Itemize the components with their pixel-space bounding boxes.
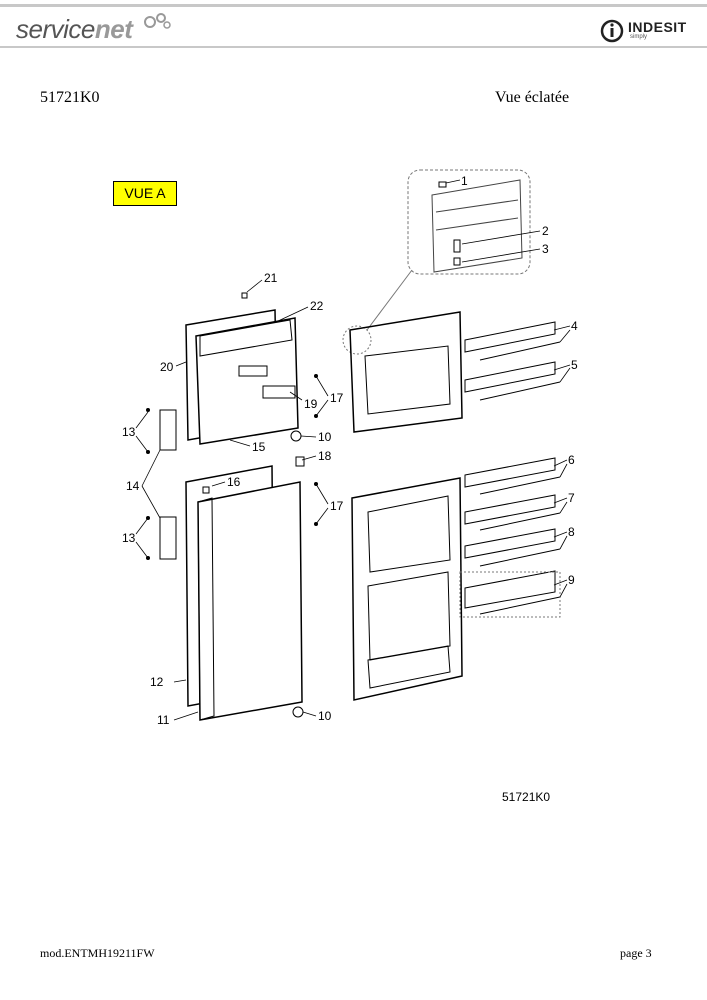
part-1-shape bbox=[438, 181, 447, 188]
shelf-5 bbox=[464, 361, 556, 393]
view-label: VUE A bbox=[113, 181, 177, 206]
callout-17-lower: 17 bbox=[330, 499, 344, 513]
shelf-7-rail bbox=[479, 512, 561, 531]
shelf-7 bbox=[464, 494, 556, 525]
detail-inset bbox=[407, 169, 531, 275]
callout-4: 4 bbox=[571, 319, 578, 333]
callout-22: 22 bbox=[310, 299, 324, 313]
shelf-9-rail bbox=[479, 596, 561, 615]
callout-10-upper: 10 bbox=[318, 430, 332, 444]
part-10-upper bbox=[290, 430, 302, 442]
callout-10-lower: 10 bbox=[318, 709, 332, 723]
callout-6: 6 bbox=[568, 453, 575, 467]
page-number: page 3 bbox=[620, 946, 652, 960]
part-10-lower bbox=[292, 706, 304, 718]
top-banner: servicenet INDESIT simply bbox=[0, 0, 707, 50]
lower-hinge bbox=[159, 516, 177, 560]
callout-13-lower: 13 bbox=[122, 531, 136, 545]
callout-9: 9 bbox=[568, 573, 575, 587]
fridge-inner-door bbox=[351, 477, 463, 701]
callout-3: 3 bbox=[542, 242, 549, 256]
freezer-badge-right bbox=[262, 385, 296, 399]
callout-16: 16 bbox=[227, 475, 241, 489]
shelf-4 bbox=[464, 321, 556, 353]
detail-frame bbox=[431, 179, 523, 273]
callout-19: 19 bbox=[304, 397, 318, 411]
part-2-shape bbox=[453, 239, 461, 253]
part-18-shape bbox=[295, 456, 305, 467]
gears-icon bbox=[144, 13, 171, 29]
servicenet-logo: servicenet bbox=[16, 14, 133, 44]
shelf-5-rail bbox=[479, 381, 561, 401]
callout-8: 8 bbox=[568, 525, 575, 539]
header-rule bbox=[0, 46, 707, 48]
freezer-door bbox=[195, 317, 299, 445]
callout-15: 15 bbox=[252, 440, 266, 454]
freezer-inner-panel bbox=[364, 345, 451, 415]
callout-21: 21 bbox=[264, 271, 278, 285]
shelf-9-detail bbox=[459, 571, 561, 618]
callout-13-upper: 13 bbox=[122, 425, 136, 439]
fridge-inner-panel-bottom bbox=[367, 645, 451, 689]
form-id: mod.ENTMH19211FW bbox=[40, 946, 155, 960]
indesit-logo: INDESIT simply bbox=[600, 19, 692, 45]
callout-20: 20 bbox=[160, 360, 174, 374]
shelf-6 bbox=[464, 457, 556, 488]
callout-7: 7 bbox=[568, 491, 575, 505]
freezer-badge-left bbox=[238, 365, 268, 377]
shelf-8 bbox=[464, 528, 556, 559]
drawing-reference: 51721K0 bbox=[502, 790, 551, 804]
freezer-inner-door bbox=[349, 311, 463, 433]
callout-12: 12 bbox=[150, 675, 164, 689]
fridge-door-handle bbox=[197, 497, 215, 721]
top-rule bbox=[0, 4, 707, 7]
detail-leader bbox=[366, 269, 413, 331]
shelf-4-rail bbox=[479, 341, 561, 361]
shelf-9 bbox=[464, 570, 556, 609]
fridge-inner-panel-top bbox=[367, 495, 451, 573]
fridge-inner-panel-mid bbox=[367, 571, 451, 661]
detail-circle bbox=[342, 325, 372, 355]
page-title: Vue éclatée bbox=[495, 89, 570, 106]
shelf-8-rail bbox=[479, 548, 561, 567]
upper-hinge bbox=[159, 409, 177, 451]
callout-1: 1 bbox=[461, 174, 468, 188]
callout-2: 2 bbox=[542, 224, 549, 238]
shelf-6-rail bbox=[479, 476, 561, 495]
indesit-mark-icon bbox=[600, 19, 624, 43]
freezer-door-handle bbox=[199, 319, 293, 357]
callout-18: 18 bbox=[318, 449, 332, 463]
model-number: 51721K0 bbox=[40, 89, 100, 106]
part-16-shape bbox=[202, 486, 210, 494]
part-21-shape bbox=[241, 292, 248, 299]
callout-17-upper: 17 bbox=[330, 391, 344, 405]
callout-11: 11 bbox=[157, 713, 170, 727]
callout-14: 14 bbox=[126, 479, 140, 493]
part-3-shape bbox=[453, 257, 461, 266]
callout-5: 5 bbox=[571, 358, 578, 372]
